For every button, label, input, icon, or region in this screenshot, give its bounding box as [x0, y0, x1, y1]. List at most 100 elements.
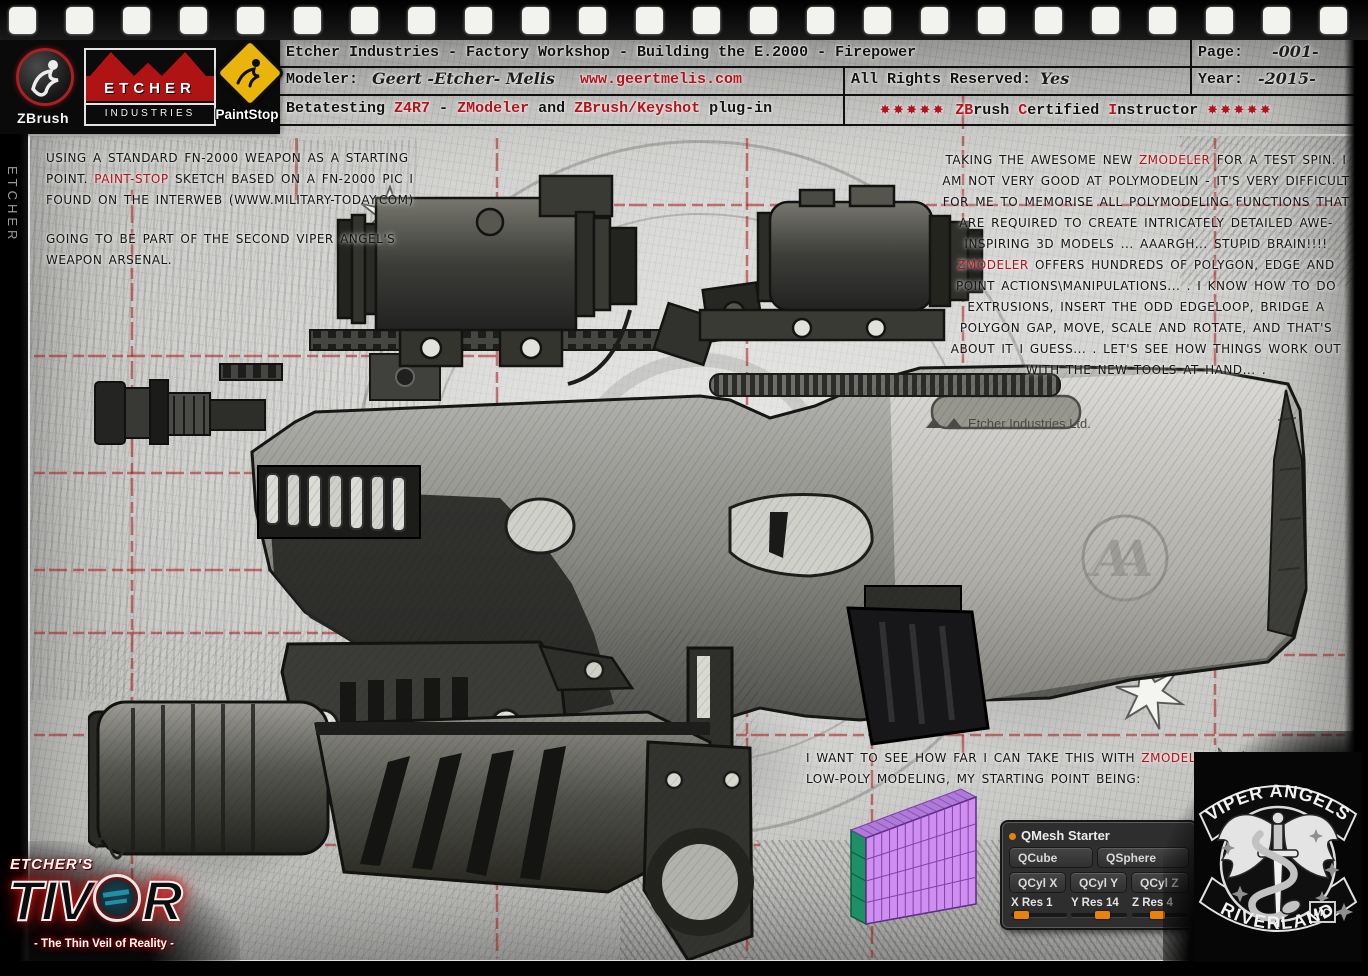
beta-text: Betatesting [286, 100, 395, 117]
film-hole [693, 7, 720, 34]
zres-track[interactable] [1132, 911, 1188, 919]
zbrush-logo-label: ZBrush [17, 110, 69, 126]
note-left-p2: Going to be part of the second Viper Ang… [46, 232, 396, 267]
etcher-logo-top: ETCHER [86, 76, 214, 101]
film-hole [9, 7, 36, 34]
zbrush-logo: ZBrush [12, 46, 74, 128]
film-hole [408, 7, 435, 34]
film-hole [579, 7, 606, 34]
yres-label: Y Res 14 [1071, 897, 1119, 909]
zres-knob[interactable] [1149, 911, 1165, 919]
qcube-mesh [849, 788, 978, 926]
paintstop-sign-icon [214, 37, 286, 109]
film-hole [66, 7, 93, 34]
film-hole [1263, 7, 1290, 34]
tivor-logo: ETCHER'S TIV R - The Thin Veil of Reality… [2, 854, 216, 972]
rights-label: All Rights Reserved: [851, 71, 1032, 88]
film-hole [807, 7, 834, 34]
paintstop-logo: PaintStop [214, 37, 286, 130]
film-hole [921, 7, 948, 34]
pencil-hatch-topright [1180, 136, 1356, 286]
note-right-text3: offers hundreds of polygon, edge and poi… [950, 258, 1342, 377]
film-hole [294, 7, 321, 34]
note-right-zmodeler2: ZModeler [957, 258, 1029, 272]
panel-dot-icon [1009, 833, 1016, 840]
cert-nstructor: nstructor [1117, 102, 1199, 119]
page-number-value: -001- [1272, 42, 1319, 61]
qcube-button[interactable]: QCube [1009, 847, 1093, 868]
year-value: -2015- [1258, 69, 1316, 88]
bottom-edge-bar [0, 961, 1368, 976]
film-strip [0, 0, 1368, 40]
xres-knob[interactable] [1013, 911, 1029, 919]
film-hole [1206, 7, 1233, 34]
film-hole [123, 7, 150, 34]
cert-ertified: ertified [1027, 102, 1109, 119]
qcylx-button[interactable]: QCyl X [1009, 872, 1066, 893]
note-left-paintstop: Paint-Stop [94, 172, 169, 186]
film-hole [237, 7, 264, 34]
paintstop-logo-label: PaintStop [215, 107, 279, 122]
film-hole [1035, 7, 1062, 34]
snake-icon [1248, 830, 1302, 922]
note-left: Using a standard FN-2000 weapon as a sta… [46, 148, 444, 289]
cert-i: I [1108, 102, 1118, 119]
film-hole [1092, 7, 1119, 34]
modeler-name: Geert -Etcher- Melis [372, 69, 555, 88]
film-hole [180, 7, 207, 34]
side-label: ETCHER [5, 166, 20, 244]
star-decorations [1221, 829, 1354, 922]
cert-c: C [1018, 102, 1028, 119]
yres-slider[interactable]: Y Res 14 [1071, 897, 1127, 923]
mc-badge: MC [1313, 907, 1330, 919]
rifle-sketch: Etcher Industries Ltd. AA [94, 174, 1308, 746]
viper-angels-patch: MC VIPER ANGELS RIVERLAND [1194, 752, 1362, 962]
beta-and: and [529, 100, 575, 117]
xres-track[interactable] [1011, 911, 1067, 919]
note-bottom-text1: I want to see how far I can take this wi… [806, 751, 1142, 765]
beta-dash: - [430, 100, 458, 117]
film-hole [1149, 7, 1176, 34]
star-icons-right: ✸✸✸✸✸ [1207, 101, 1274, 120]
film-hole [1320, 7, 1347, 34]
yres-knob[interactable] [1094, 911, 1110, 919]
note-bottom-text2: low-poly modeling, my starting point bei… [806, 772, 1141, 786]
zres-slider[interactable]: Z Res 4 [1132, 897, 1188, 923]
zres-label: Z Res 4 [1132, 897, 1173, 909]
left-edge-bar [0, 0, 28, 976]
page-title: Etcher Industries - Factory Workshop - B… [286, 44, 917, 61]
beta-zmodeler: ZModeler [457, 100, 530, 117]
tivor-o-emblem-icon [93, 874, 142, 922]
dagger-icon [1257, 811, 1299, 929]
betatesting-line: Betatesting Z4R7 - ZModeler and ZBrush/K… [286, 100, 772, 117]
film-hole [465, 7, 492, 34]
tivor-name-right: R [141, 868, 183, 933]
website-link[interactable]: www.geertmelis.com [580, 71, 743, 88]
certified-line: ✸✸✸✸✸ ZBrush Certified Instructor ✸✸✸✸✸ [880, 99, 1274, 120]
note-right: Taking the awesome new ZModeler for a te… [938, 150, 1354, 381]
star-icons-left: ✸✸✸✸✸ [880, 101, 947, 120]
film-hole [351, 7, 378, 34]
tivor-name-left: TIV [7, 868, 94, 933]
tivor-tagline: - The Thin Veil of Reality - [34, 938, 174, 950]
xres-slider[interactable]: X Res 1 [1011, 897, 1067, 923]
etcher-industries-logo: ETCHER INDUSTRIES [84, 48, 216, 126]
red-drip [295, 138, 298, 200]
rights-value: Yes [1040, 69, 1070, 88]
film-hole [978, 7, 1005, 34]
qcyly-button[interactable]: QCyl Y [1070, 872, 1127, 893]
note-right-text1: Taking the awesome new [945, 153, 1139, 167]
film-hole [864, 7, 891, 34]
xres-label: X Res 1 [1011, 897, 1053, 909]
tivor-owner-text: ETCHER'S [10, 856, 94, 873]
film-hole [636, 7, 663, 34]
beta-z4r7: Z4R7 [394, 100, 431, 117]
note-left-text2: sketch based on a FN-2000 pic I found on… [46, 172, 414, 207]
cert-rush: rush [973, 102, 1019, 119]
modeler-label: Modeler: [286, 71, 359, 88]
beta-plugin: plug-in [700, 100, 773, 117]
qmesh-panel-title: QMesh Starter [1021, 828, 1110, 843]
note-right-zmodeler1: ZModeler [1138, 153, 1211, 167]
zbrush-figure-icon [16, 48, 74, 106]
yres-track[interactable] [1071, 911, 1127, 919]
